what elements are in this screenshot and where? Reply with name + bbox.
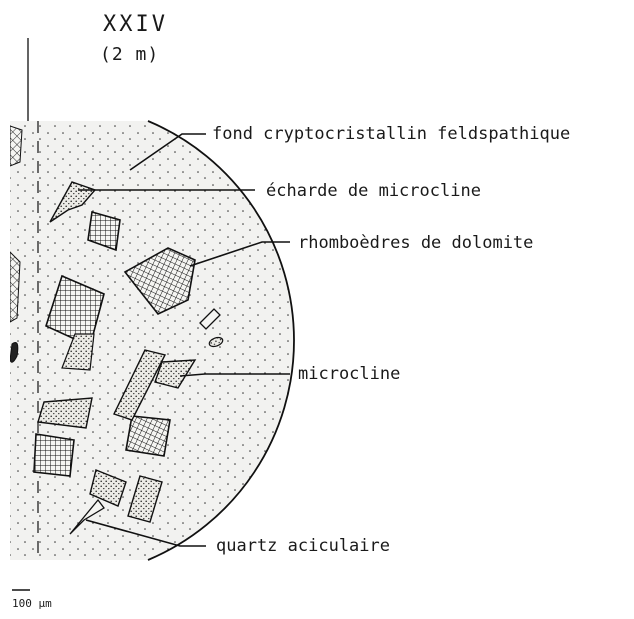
label-microcline: microcline: [298, 364, 400, 384]
microcline-crystal: [38, 398, 92, 428]
scale-bar-label: 100 µm: [12, 597, 52, 610]
label-groundmass: fond cryptocristallin feldspathique: [212, 124, 570, 144]
dolomite-rhomb: [34, 434, 74, 476]
label-dolomite: rhomboèdres de dolomite: [298, 233, 533, 253]
label-quartz: quartz aciculaire: [216, 536, 390, 556]
label-shard: échardе de microcline: [266, 181, 481, 201]
edge-crystal: [10, 126, 22, 166]
dolomite-rhomb: [126, 416, 170, 456]
